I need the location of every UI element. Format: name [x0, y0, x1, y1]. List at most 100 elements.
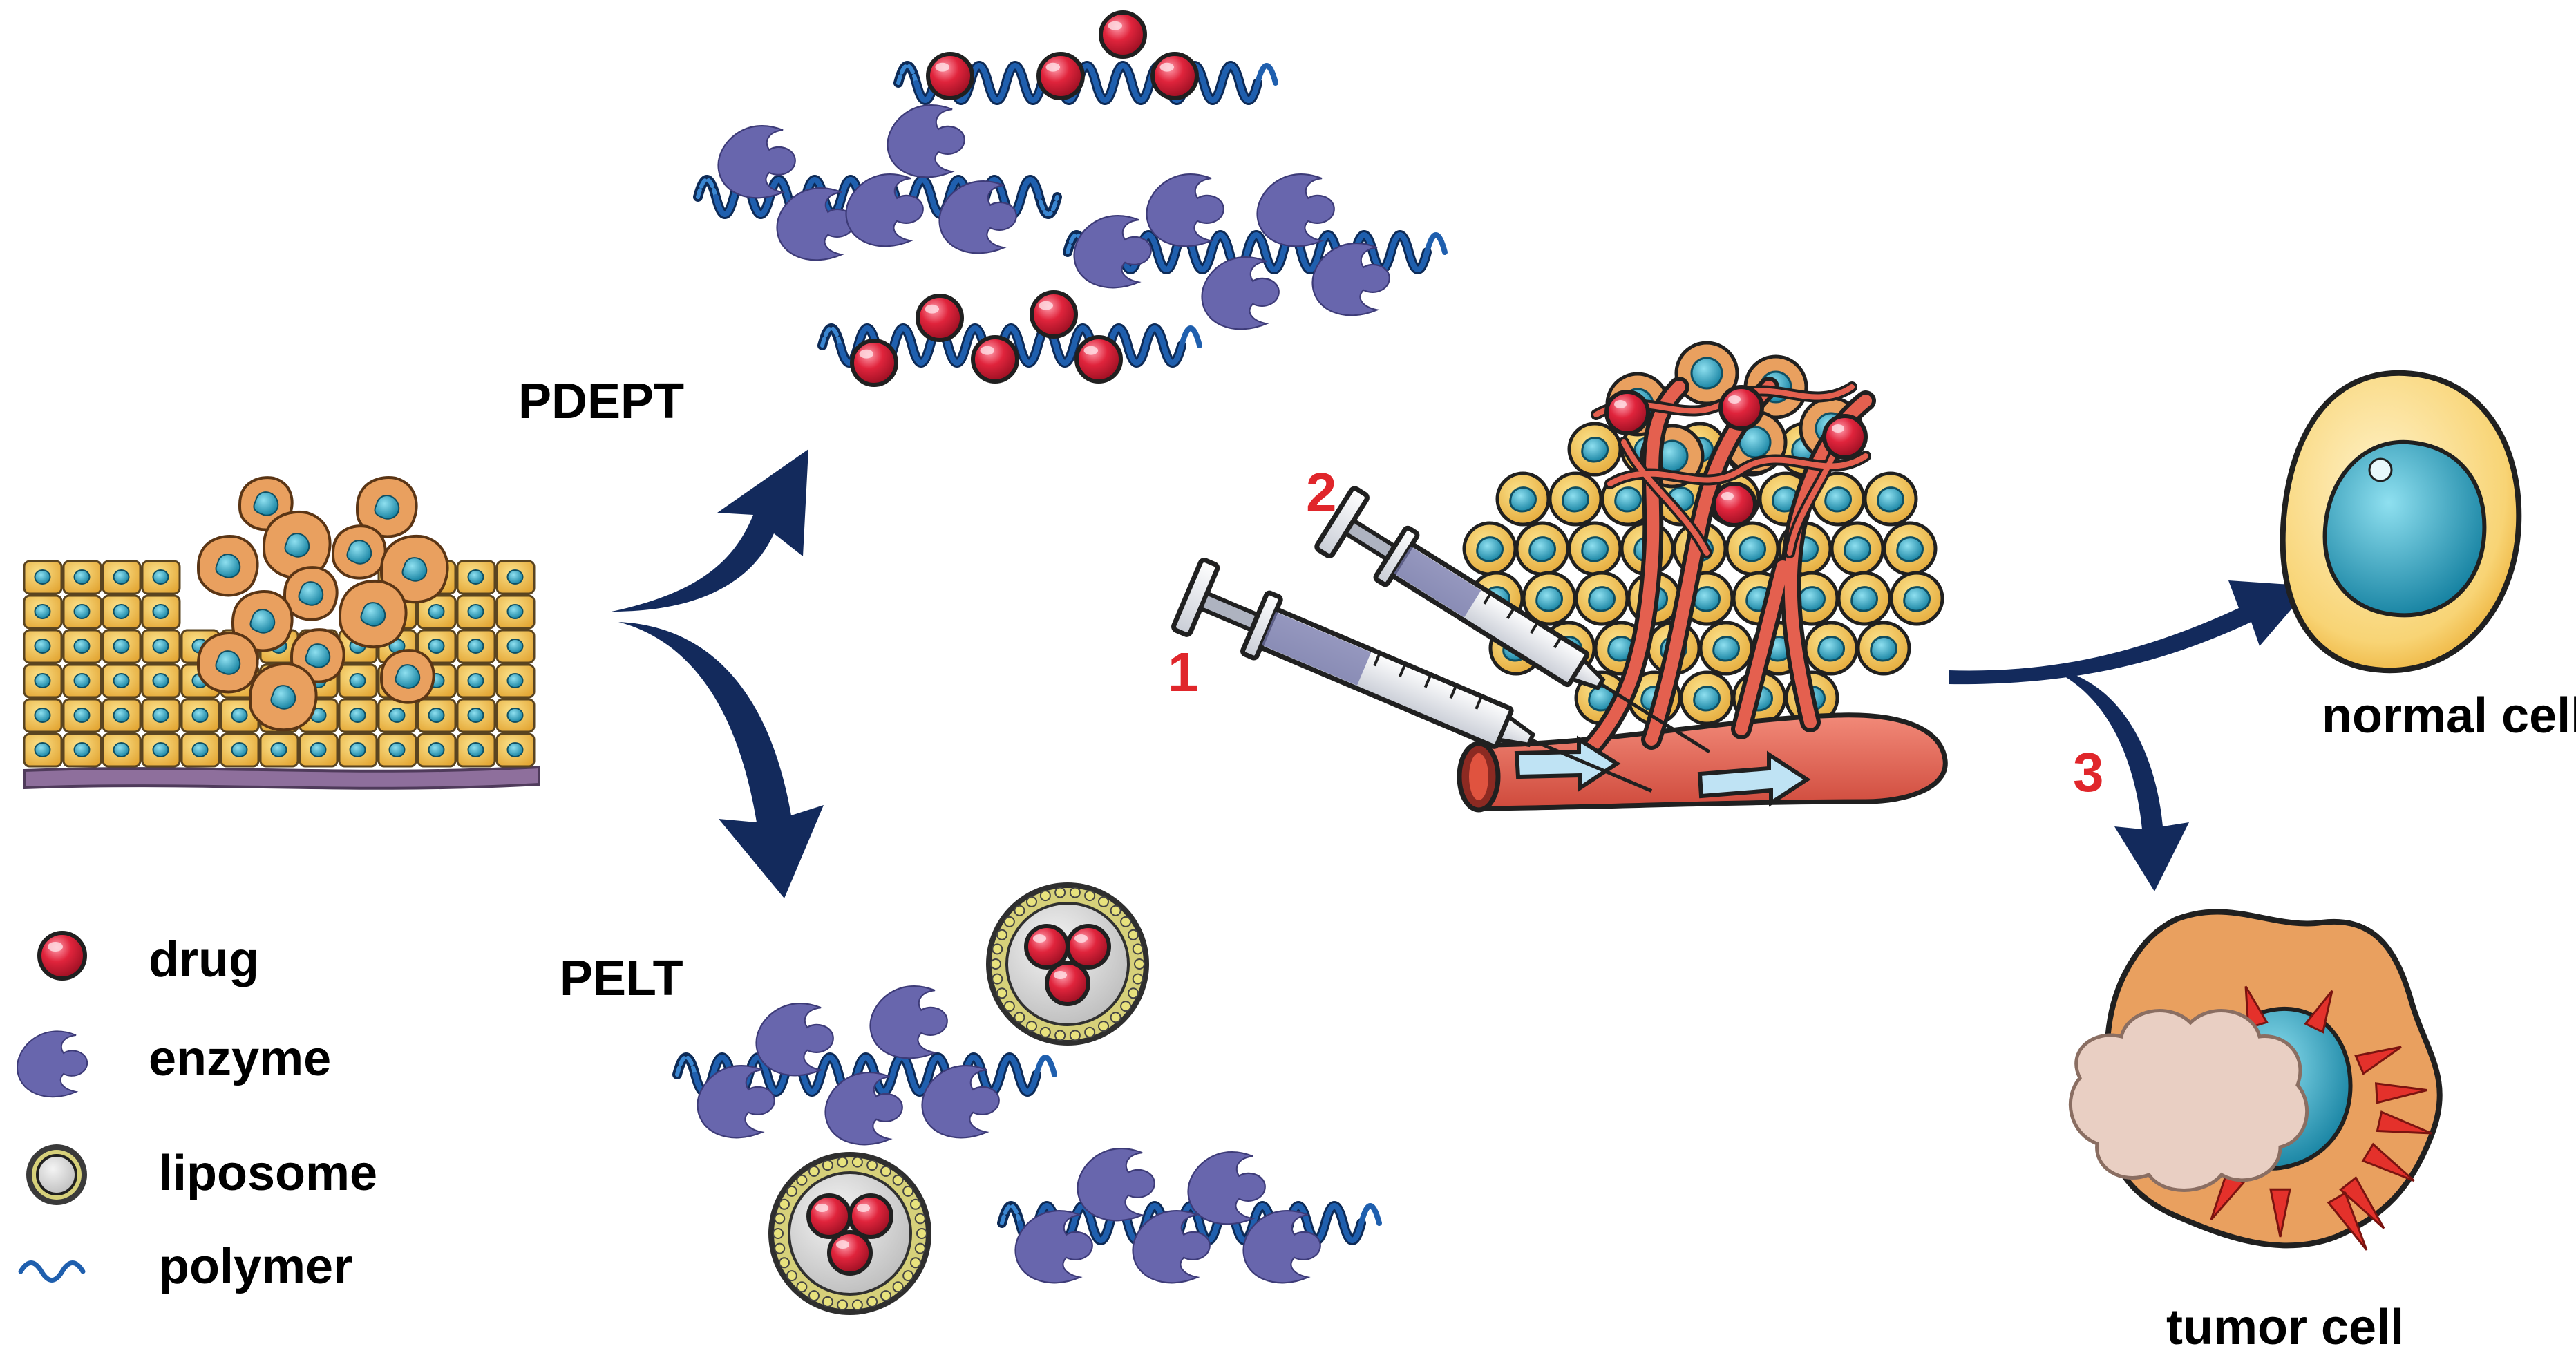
cell-nucleus — [428, 639, 445, 654]
lipid-head — [786, 1185, 797, 1197]
step-1-label: 1 — [1168, 641, 1199, 703]
enzyme — [938, 180, 1017, 254]
flow-arrow — [1514, 735, 1621, 792]
drug-shine — [1614, 400, 1627, 408]
drug — [1718, 385, 1764, 431]
legend-liposome-label: liposome — [159, 1146, 377, 1201]
lipid-head — [914, 1242, 926, 1254]
drug-shine — [835, 1240, 850, 1249]
tumor-tissue-nucleus — [1528, 536, 1556, 562]
lipid-head — [990, 958, 1001, 970]
drug-shine — [856, 1204, 871, 1212]
lipid-head — [1084, 890, 1096, 902]
enzyme — [1187, 1151, 1266, 1225]
lipid-head — [778, 1198, 790, 1210]
lipid-head — [914, 1213, 926, 1225]
cell-debris-cloud — [2068, 1009, 2309, 1192]
enzyme — [845, 173, 924, 247]
enzyme — [1256, 173, 1335, 247]
drug — [916, 294, 964, 342]
drug — [1024, 924, 1070, 970]
tumor-nucleus — [360, 602, 386, 627]
cell-nucleus — [152, 604, 169, 619]
lipid-head — [866, 1160, 878, 1171]
arrow-to-pdept — [612, 449, 808, 612]
apoptosis-spike — [2376, 1110, 2432, 1135]
cell-nucleus — [34, 569, 51, 585]
syringe-needle — [1599, 682, 1711, 754]
cell-nucleus — [34, 639, 51, 654]
apoptosis-spike — [2244, 985, 2269, 1030]
lipid-head — [837, 1299, 849, 1311]
drug — [926, 52, 974, 100]
arrow-to-tumor-cell — [2045, 667, 2189, 891]
tumor-nucleus — [401, 557, 428, 582]
cell-nucleus — [428, 604, 445, 619]
cell-nucleus — [506, 673, 524, 688]
lipid-head — [1120, 1001, 1132, 1012]
tumor-tissue-nucleus — [1844, 536, 1871, 562]
tumor-tissue-nucleus — [1614, 486, 1642, 513]
cell-nucleus — [467, 673, 484, 688]
lipid-head — [808, 1290, 820, 1302]
basement-membrane — [23, 765, 540, 790]
lipid-head — [822, 1160, 833, 1171]
lipid-head — [880, 1290, 891, 1302]
cell-nucleus — [506, 569, 524, 585]
enzyme — [824, 1072, 903, 1146]
cell-nucleus — [73, 604, 91, 619]
lipid-head — [1084, 1026, 1096, 1038]
apoptosis-spike — [2361, 1142, 2415, 1182]
arrow-to-normal-cell — [1949, 580, 2311, 685]
enzyme — [1201, 256, 1280, 330]
cell-nucleus — [152, 708, 169, 723]
drug — [1036, 52, 1085, 100]
apoptosis-spike — [2354, 1046, 2402, 1075]
apoptosis-spike — [2327, 1191, 2368, 1251]
drug — [1066, 924, 1111, 970]
enzyme — [1132, 1210, 1211, 1284]
tumor-tissue-nucleus — [1824, 486, 1852, 513]
drug-shine — [935, 62, 950, 72]
step-2-label: 2 — [1306, 462, 1337, 523]
drug — [1150, 52, 1199, 100]
polymer-strand — [837, 325, 1202, 366]
lipid-head — [892, 1174, 904, 1186]
cell-nucleus — [152, 673, 169, 688]
lipid-head — [1039, 890, 1051, 902]
drug — [1074, 335, 1123, 384]
drug — [1604, 390, 1650, 435]
syringe-needle — [1530, 738, 1653, 793]
lipid-head — [1054, 887, 1066, 898]
lipid-head — [1132, 973, 1144, 985]
polymer-strand — [913, 63, 1278, 103]
drug — [1099, 10, 1147, 59]
drug-shine — [1045, 62, 1061, 72]
normal-cell-illustration — [2280, 370, 2522, 674]
cell-nucleus — [506, 708, 524, 723]
tumor-tissue-nucleus — [1896, 536, 1924, 562]
tumor-tissue-nucleus — [1693, 686, 1721, 712]
tumor-tissue-nucleus — [1535, 586, 1563, 612]
legend: drug enzyme liposome polymer — [16, 931, 377, 1294]
lipid-head — [1110, 905, 1121, 916]
enzyme — [776, 187, 855, 261]
cell-nucleus — [270, 742, 287, 757]
enzyme — [1077, 1148, 1155, 1222]
tumor-tissue-nucleus — [1817, 636, 1845, 662]
pelt-label: PELT — [560, 951, 683, 1006]
cell-nucleus — [73, 742, 91, 757]
lipid-head — [1069, 1030, 1081, 1041]
lipid-head — [866, 1296, 878, 1307]
tumor-tissue-nucleus — [1850, 586, 1878, 612]
cell-nucleus — [310, 742, 327, 757]
tumor-nucleus — [270, 685, 296, 710]
accumulated-drugs — [1604, 385, 1868, 527]
polymer-strand — [1017, 1203, 1382, 1243]
tumor-nucleus — [305, 643, 331, 668]
apoptosis-spike — [2304, 990, 2333, 1034]
drug-shine — [1083, 346, 1099, 355]
legend-enzyme-icon — [16, 1030, 88, 1098]
legend-drug-icon — [37, 931, 87, 981]
cell-nucleus — [467, 569, 484, 585]
